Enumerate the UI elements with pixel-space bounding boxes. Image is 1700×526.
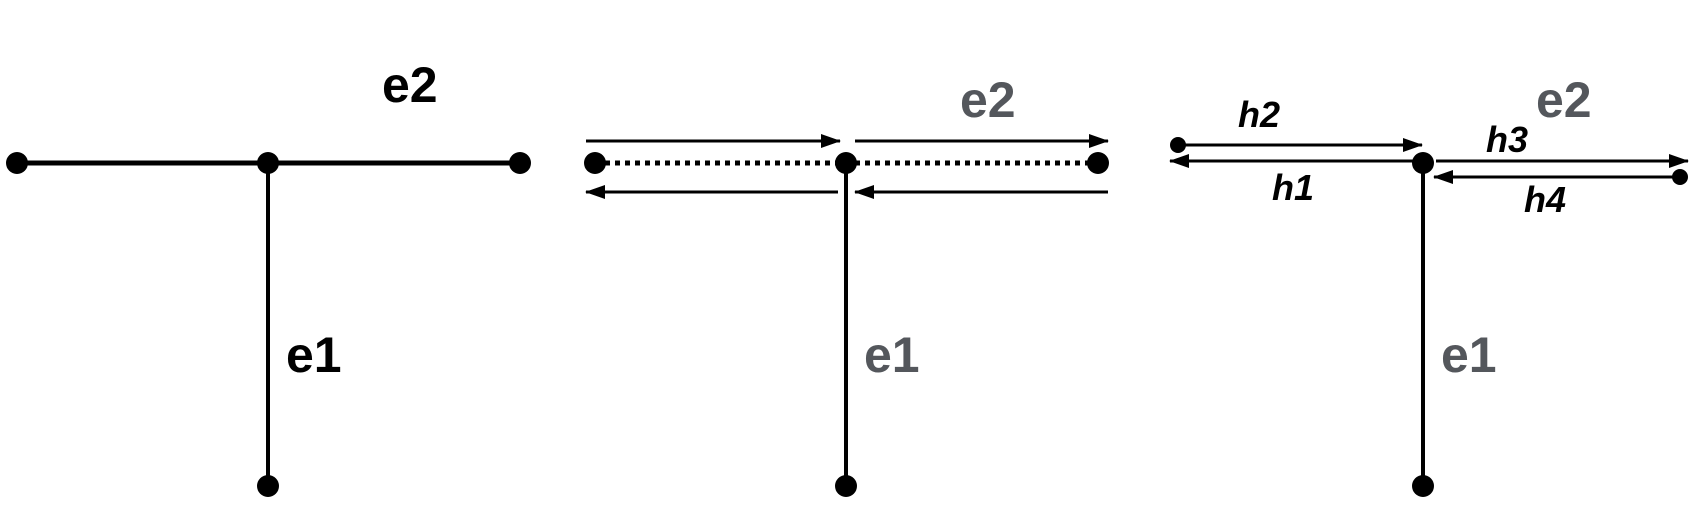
panel3-label-e2: e2 — [1536, 72, 1592, 128]
panel3-label-h1: h1 — [1272, 167, 1314, 208]
panel3-vertex-bottom — [1412, 475, 1434, 497]
panel3-label-h3: h3 — [1486, 119, 1528, 160]
panel1-vertex-left — [6, 152, 28, 174]
panel1-vertex-center — [257, 152, 279, 174]
panel1-vertex-bottom — [257, 475, 279, 497]
panel-3: h2 h1 h3 h4 e2 e1 — [1169, 72, 1689, 497]
panel2-vertex-right — [1087, 152, 1109, 174]
panel2-vertex-center — [835, 152, 857, 174]
panel3-vertex-h4-origin — [1672, 169, 1688, 185]
panel2-vertex-bottom — [835, 475, 857, 497]
panel3-label-h2: h2 — [1238, 94, 1280, 135]
panel2-label-e2: e2 — [960, 72, 1016, 128]
panel-1: e2 e1 — [6, 57, 531, 497]
panel1-label-e1: e1 — [286, 327, 342, 383]
panel3-label-h4: h4 — [1524, 179, 1566, 220]
panel1-label-e2: e2 — [382, 57, 438, 113]
panel3-vertex-center — [1412, 152, 1434, 174]
panel3-label-e1: e1 — [1441, 327, 1497, 383]
panel2-label-e1: e1 — [864, 327, 920, 383]
panel3-vertex-h2-origin — [1170, 137, 1186, 153]
panel-2: e2 e1 — [584, 72, 1109, 497]
panel1-vertex-right — [509, 152, 531, 174]
panel2-vertex-left — [584, 152, 606, 174]
